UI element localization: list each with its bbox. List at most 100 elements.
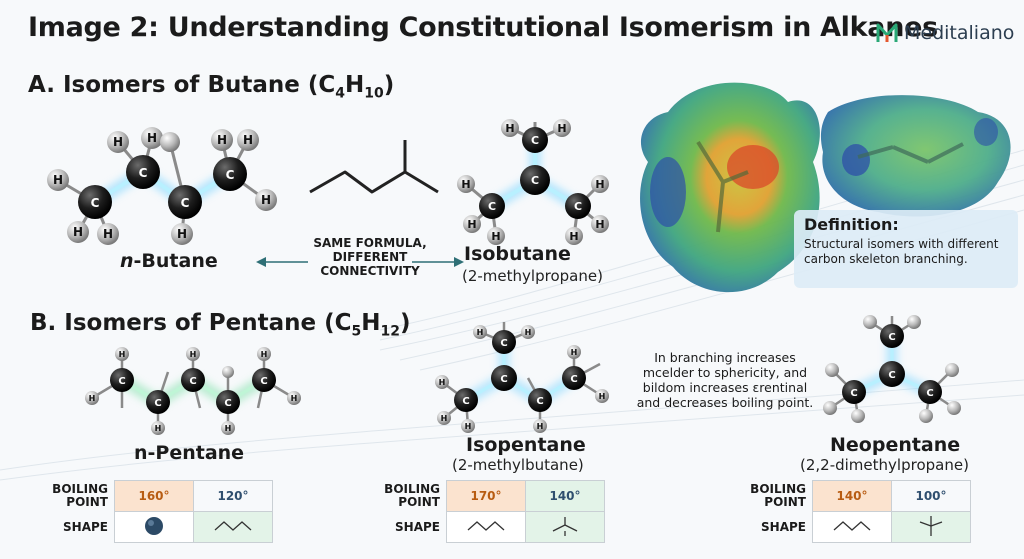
definition-text: Structural isomers with different carbon… [804, 237, 999, 266]
hydrogen-label: H [103, 227, 113, 241]
neopentane-name: Neopentane [830, 434, 961, 456]
n-pentane-molecule: C C C C C H H H H H H H [85, 347, 301, 435]
carbon-label: C [260, 376, 267, 387]
page-title: Image 2: Understanding Constitutional Is… [28, 12, 938, 43]
boiling-point-label: BOILING POINT [384, 482, 440, 509]
connector-label: SAME FORMULA, DIFFERENT CONNECTIVITY [313, 236, 427, 278]
branching-note: In branching increases mcelder to spheri… [636, 350, 814, 410]
hydrogen-label: H [537, 422, 544, 431]
carbon-label: C [926, 388, 933, 399]
shape-label: SHAPE [63, 519, 108, 534]
carbon-atoms [78, 155, 247, 219]
carbon-label: C [574, 200, 582, 213]
shape-label: SHAPE [761, 519, 806, 534]
boiling-point-value: 100° [891, 480, 971, 512]
hydrogen-label: H [569, 230, 578, 243]
carbon-label: C [500, 374, 507, 385]
n-butane-name: n-Butane [120, 250, 218, 272]
hydrogen-atoms [47, 127, 277, 245]
carbon-label: C [488, 200, 496, 213]
isobutane-name: Isobutane [464, 243, 571, 265]
shape-zigzag-icon [812, 511, 892, 543]
hydrogen-label: H [243, 133, 253, 147]
carbon-label: C [531, 134, 539, 147]
isopentane-iupac: (2-methylbutane) [452, 456, 584, 474]
hydrogen-label: H [119, 350, 126, 359]
hydrogen-label: H [491, 230, 500, 243]
carbon-label: C [462, 396, 469, 407]
carbon-label: C [226, 168, 235, 182]
shape-sphere-icon [114, 511, 194, 543]
boiling-point-value: 140° [525, 480, 605, 512]
hydrogen-label: H [217, 133, 227, 147]
boiling-point-table-isopentane: BOILING POINT 170° 140° SHAPE [378, 480, 605, 543]
n-pentane-name: n-Pentane [134, 442, 245, 464]
hydrogen-label: H [225, 424, 232, 433]
carbon-label: C [570, 374, 577, 385]
hydrogen-label: H [505, 122, 514, 135]
shape-zigzag-icon [193, 511, 273, 543]
hydrogen-label: H [261, 350, 268, 359]
shape-tetrahedral-icon [891, 511, 971, 543]
carbon-label: C [91, 196, 100, 210]
shape-label: SHAPE [395, 519, 440, 534]
hydrogen-label: H [595, 218, 604, 231]
skeletal-formula [309, 140, 439, 194]
boiling-point-label: BOILING POINT [52, 482, 108, 509]
boiling-point-label: BOILING POINT [750, 482, 806, 509]
hydrogen-label: H [190, 350, 197, 359]
n-butane-molecule: C C C C H H H H H H H H H [47, 127, 277, 245]
carbon-label: C [536, 396, 543, 407]
boiling-point-value: 140° [812, 480, 892, 512]
hydrogen-label: H [439, 378, 446, 387]
carbon-label: C [500, 338, 507, 349]
carbon-label: C [850, 388, 857, 399]
isopentane-molecule: C C C C C H H H H H H H H [435, 322, 609, 433]
definition-title: Definition: [804, 215, 899, 234]
hydrogen-label: H [53, 173, 63, 187]
hydrogen-label: H [525, 328, 532, 337]
hydrogen-label: H [147, 131, 157, 145]
electrostatic-potential-maps [640, 82, 1011, 293]
carbon-label: C [189, 376, 196, 387]
boiling-point-table-n-pentane: BOILING POINT 160° 120° SHAPE [46, 480, 273, 543]
carbon-label: C [888, 332, 895, 343]
hydrogen-label: H [595, 178, 604, 191]
double-arrow-icon [256, 257, 464, 267]
hydrogen-label: H [113, 135, 123, 149]
section-b-title: B. Isomers of Pentane (C5H12) [30, 310, 411, 340]
boiling-point-value: 120° [193, 480, 273, 512]
section-a-title: A. Isomers of Butane (C4H10) [28, 72, 395, 102]
hydrogen-label: H [477, 328, 484, 337]
carbon-label: C [224, 398, 231, 409]
hydrogen-label: H [73, 225, 83, 239]
boiling-point-table-neopentane: BOILING POINT 140° 100° SHAPE [744, 480, 971, 543]
hydrogen-label: H [557, 122, 566, 135]
carbon-label: C [531, 174, 539, 187]
carbon-label: C [181, 196, 190, 210]
hydrogen-label: H [467, 218, 476, 231]
definition-box: Definition: Structural isomers with diff… [794, 210, 1018, 288]
shape-zigzag-icon [446, 511, 526, 543]
carbon-label: C [118, 376, 125, 387]
hydrogen-label: H [89, 394, 96, 403]
isopentane-name: Isopentane [466, 434, 586, 456]
hydrogen-label: H [571, 348, 578, 357]
hydrogen-label: H [261, 193, 271, 207]
carbon-label: C [139, 166, 148, 180]
carbon-label: C [154, 398, 161, 409]
carbon-label: C [888, 370, 895, 381]
hydrogen-label: H [291, 394, 298, 403]
hydrogen-label: H [441, 414, 448, 423]
hydrogen-label: H [461, 178, 470, 191]
brand[interactable]: Meditaliano [876, 18, 1014, 48]
boiling-point-value: 170° [446, 480, 526, 512]
neopentane-molecule: C C C C [823, 315, 961, 423]
hydrogen-label: H [177, 227, 187, 241]
brand-name: Meditaliano [904, 22, 1015, 44]
shape-branched-icon [525, 511, 605, 543]
isobutane-molecule: C C C C H H H H H H H H [457, 119, 609, 245]
hydrogen-label: H [155, 424, 162, 433]
hydrogen-label: H [465, 422, 472, 431]
